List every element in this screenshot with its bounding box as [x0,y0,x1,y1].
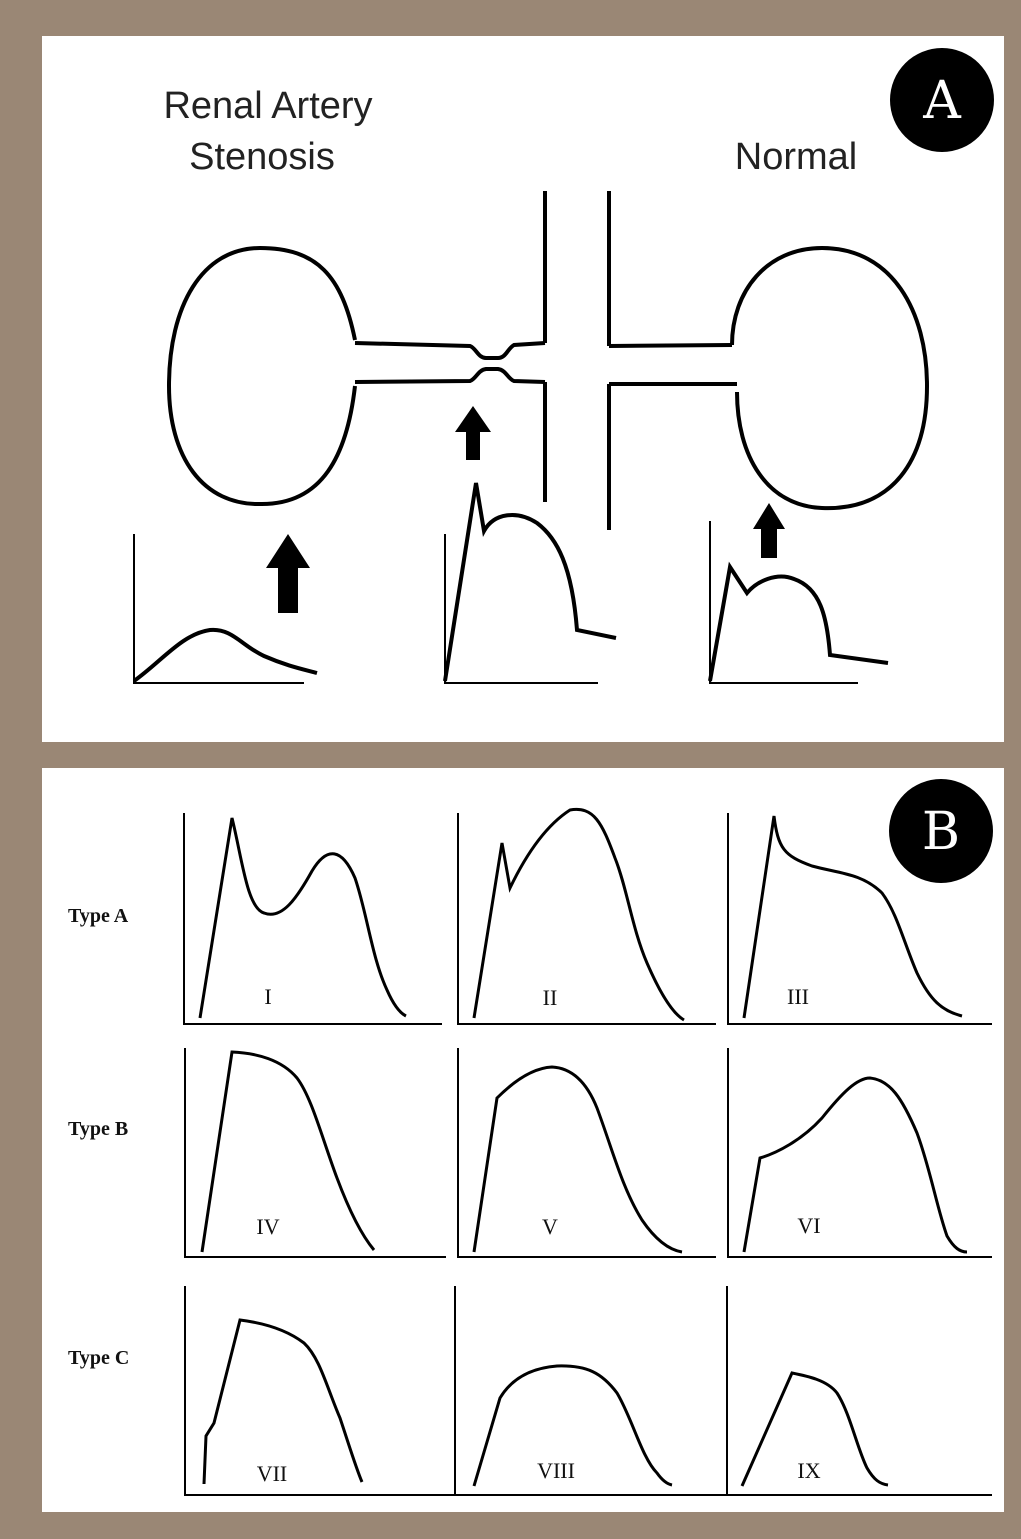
arrow-up-kidney-left-icon [266,534,310,613]
cell-v-axes [457,1048,716,1258]
stenotic-artery-bottom [354,367,546,384]
waveform-3-axes [709,521,858,684]
stenosis-title-line2: Stenosis [189,136,335,178]
badge-b: B [889,779,993,883]
waveform-1-trace [132,627,318,683]
waveform-2-axes [444,534,598,684]
cell-viii-axes [454,1286,727,1496]
stenotic-artery-top [354,341,546,360]
row-label-type-c: Type C [68,1347,129,1369]
badge-b-label: B [922,802,960,862]
arrow-up-stenosis-icon [455,406,491,460]
cell-vii-axes [184,1286,455,1496]
cell-ii-axes [457,813,716,1025]
row-label-type-a: Type A [68,905,129,927]
arrow-up-kidney-right-icon [753,503,785,558]
waveform-2-trace [443,482,617,682]
panel-b: B Type A Type B Type C I II III IV V VI [42,768,1004,1512]
cell-label-iv: IV [256,1214,279,1239]
waveform-ii-trace [472,807,685,1022]
kidney-left-shape [166,245,357,507]
cell-label-vii: VII [257,1461,288,1486]
waveform-ix-trace [740,1371,889,1487]
waveform-viii-trace [472,1364,673,1487]
cell-i-axes [183,813,442,1025]
panel-a: Renal Artery Stenosis Normal A [42,36,1004,742]
stenosis-title-line1: Renal Artery [163,85,372,127]
cell-label-vi: VI [797,1213,820,1238]
waveform-vii-trace [202,1318,364,1485]
cell-ix-axes [726,1286,992,1496]
waveform-1-axes [133,534,304,684]
waveform-iii-trace [742,815,963,1019]
normal-title: Normal [735,136,857,178]
cell-label-ix: IX [797,1458,820,1483]
cell-label-iii: III [787,984,809,1009]
panel-a-diagram: Renal Artery Stenosis Normal A [132,48,994,684]
waveform-i-trace [198,817,407,1019]
waveform-iv-trace [200,1050,376,1253]
waveform-normal [708,521,889,684]
cell-iv-axes [184,1048,446,1258]
waveform-tardus-parvus [132,534,318,684]
cell-iii-axes [727,813,992,1025]
cell-vi-axes [727,1048,992,1258]
cell-label-ii: II [543,985,558,1010]
badge-a: A [890,48,994,152]
panel-b-diagram: B Type A Type B Type C I II III IV V VI [68,779,993,1496]
waveform-stenosis-jet [443,482,617,684]
cell-label-i: I [264,984,271,1009]
badge-a-label: A [922,71,962,131]
kidney-right-shape [730,245,930,511]
waveform-v-trace [472,1065,683,1254]
waveform-vi-trace [742,1076,968,1254]
normal-artery-top [608,343,733,348]
cell-label-v: V [542,1214,558,1239]
waveform-3-trace [708,561,889,682]
row-label-type-b: Type B [68,1118,128,1140]
cell-label-viii: VIII [537,1458,575,1483]
